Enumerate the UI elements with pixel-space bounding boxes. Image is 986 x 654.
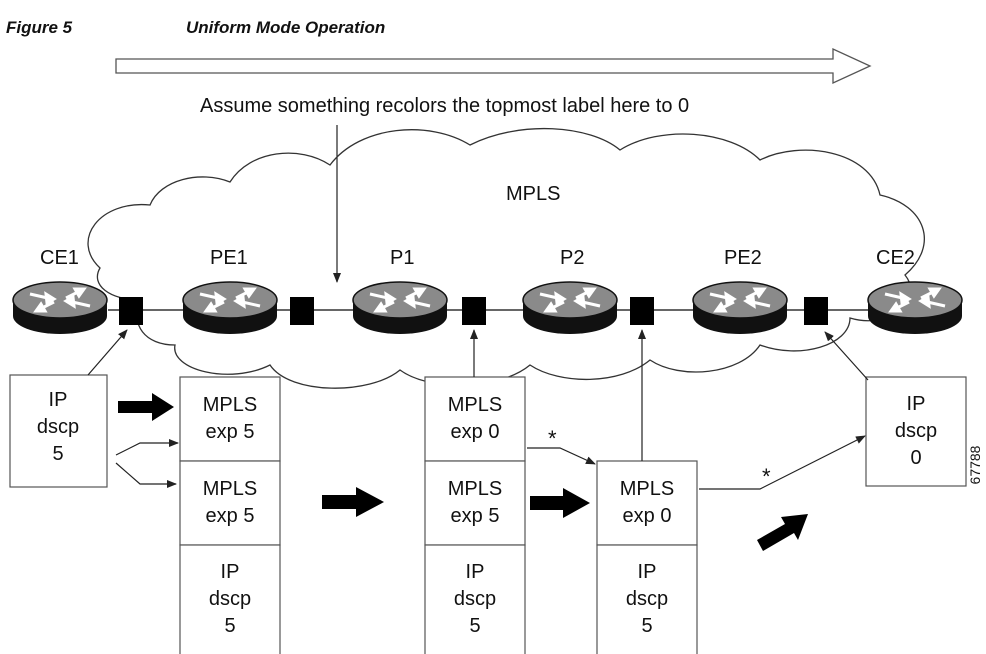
packet-pe1-top-line-2: exp 5: [206, 421, 255, 443]
packet-p1-mid-line-1: MPLS: [448, 478, 502, 500]
packet-egress-line-2: dscp: [895, 420, 937, 442]
packet-p1-bot-line-2: dscp: [454, 588, 496, 610]
direction-arrow: [115, 47, 872, 85]
packet-egress-line-3: 0: [910, 447, 921, 469]
packet-p2-bot-line-1: IP: [638, 561, 657, 583]
arrow-ingress-to-ce1: [87, 329, 128, 376]
router-icon: [199, 287, 261, 313]
packet-pe1-mid: [179, 460, 281, 546]
packet-p2-bot-line-3: 5: [641, 615, 652, 637]
router-icon: [369, 287, 431, 313]
packet-pe1-bot: [179, 544, 281, 654]
marker-2: *: [762, 464, 771, 489]
router-icon: [709, 287, 771, 313]
router-icon: [29, 287, 91, 313]
packet-pe1-top-line-1: MPLS: [203, 394, 257, 416]
bold-arrow-p2-egress: [757, 514, 808, 551]
packet-ingress-line-1: IP: [49, 389, 68, 411]
arrow-p1-to-p2: [527, 447, 596, 465]
packet-pe1-bot-line-3: 5: [224, 615, 235, 637]
packet-p1-top: [424, 376, 526, 462]
port-p2: [630, 297, 654, 325]
packet-p2-top-line-2: exp 0: [623, 505, 672, 527]
figure-number: Figure 5: [6, 18, 73, 37]
packet-p2-top-line-1: MPLS: [620, 478, 674, 500]
packet-p1-bot-line-1: IP: [466, 561, 485, 583]
bold-arrow-pe1-p1: [322, 487, 384, 517]
arrow-egress-to-pe2: [824, 331, 869, 381]
router-label-ce1: CE1: [40, 247, 79, 269]
packet-p1-mid-line-2: exp 5: [451, 505, 500, 527]
router-label-pe2: PE2: [724, 247, 762, 269]
packet-p1-top-line-1: MPLS: [448, 394, 502, 416]
packet-egress-line-1: IP: [907, 393, 926, 415]
packet-ingress-line-3: 5: [52, 443, 63, 465]
packet-p1-bot-line-3: 5: [469, 615, 480, 637]
router-icon: [884, 287, 946, 313]
packet-p1-top-line-2: exp 0: [451, 421, 500, 443]
router-icon: [539, 287, 601, 313]
packet-ingress-line-2: dscp: [37, 416, 79, 438]
port-pe1: [290, 297, 314, 325]
packet-p2-top: [596, 460, 698, 546]
router-label-p2: P2: [560, 247, 584, 269]
packet-p2-bot-line-2: dscp: [626, 588, 668, 610]
packet-pe1-bot-line-2: dscp: [209, 588, 251, 610]
packet-egress: [865, 376, 967, 487]
router-label-pe1: PE1: [210, 247, 248, 269]
figure-id: 67788: [967, 445, 983, 484]
figure-caption: Figure 5 Uniform Mode Operation: [0, 0, 986, 46]
packet-p2-bot: [596, 544, 698, 654]
packet-pe1-bot-line-1: IP: [221, 561, 240, 583]
arrow-ingress-to-pe1-top: [115, 439, 179, 456]
arrow-ingress-to-pe1-mid: [115, 462, 177, 488]
arrow-p2-to-egress: [699, 435, 866, 490]
port-pe2: [804, 297, 828, 325]
router-p2: [522, 281, 618, 334]
router-p1: [352, 281, 448, 334]
port-p1: [462, 297, 486, 325]
packet-pe1-top: [179, 376, 281, 462]
bold-arrow-p1-p2: [530, 488, 590, 518]
port-ce1: [119, 297, 143, 325]
figure-title: Uniform Mode Operation: [186, 18, 386, 37]
router-label-p1: P1: [390, 247, 414, 269]
packet-ingress: [9, 374, 108, 488]
router-pe2: [692, 281, 788, 334]
marker-1: *: [548, 426, 557, 451]
cloud-label: MPLS: [506, 183, 560, 205]
packet-p1-bot: [424, 544, 526, 654]
packet-pe1-mid-line-2: exp 5: [206, 505, 255, 527]
router-ce2: [867, 281, 963, 334]
router-pe1: [182, 281, 278, 334]
router-label-ce2: CE2: [876, 247, 915, 269]
annotation-text: Assume something recolors the topmost la…: [200, 95, 689, 117]
packet-pe1-mid-line-1: MPLS: [203, 478, 257, 500]
router-ce1: [12, 281, 108, 334]
bold-arrow-ingress: [118, 393, 174, 421]
packet-p1-mid: [424, 460, 526, 546]
